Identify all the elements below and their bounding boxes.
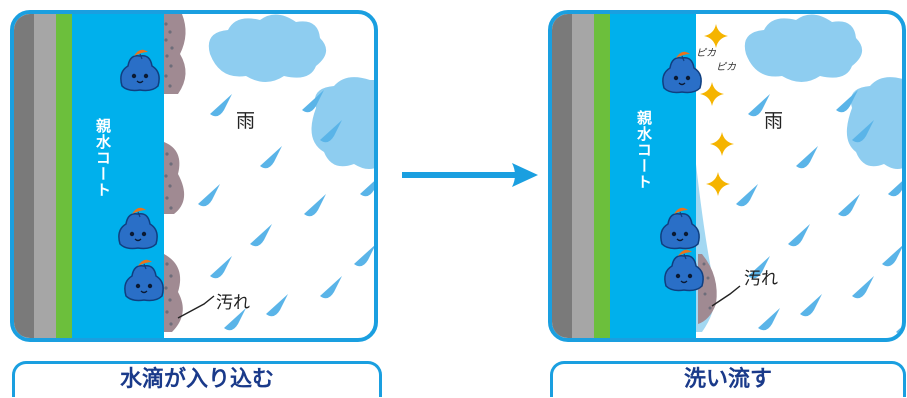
sparkle-icon	[700, 82, 724, 106]
rain-label: 雨	[236, 106, 255, 133]
left-panel-illustration	[14, 14, 378, 342]
left-panel: 親水コート 雨 汚れ	[10, 10, 378, 342]
pika-label: ピカ	[696, 44, 716, 59]
coat-label: 親水コート	[634, 110, 655, 190]
right-panel: ピカ ピカ 親水コート 雨 汚れ	[548, 10, 906, 342]
dirt-label: 汚れ	[216, 288, 250, 313]
sparkle-icon	[710, 132, 734, 156]
sparkle-icon	[706, 172, 730, 196]
pika-label-2: ピカ	[716, 58, 736, 73]
coat-label: 親水コート	[93, 118, 114, 198]
dirt-label: 汚れ	[744, 264, 778, 289]
arrow-right-icon	[400, 160, 540, 190]
rain-label: 雨	[764, 106, 783, 133]
left-caption: 水滴が入り込む	[12, 361, 382, 397]
right-caption: 洗い流す	[550, 361, 906, 397]
